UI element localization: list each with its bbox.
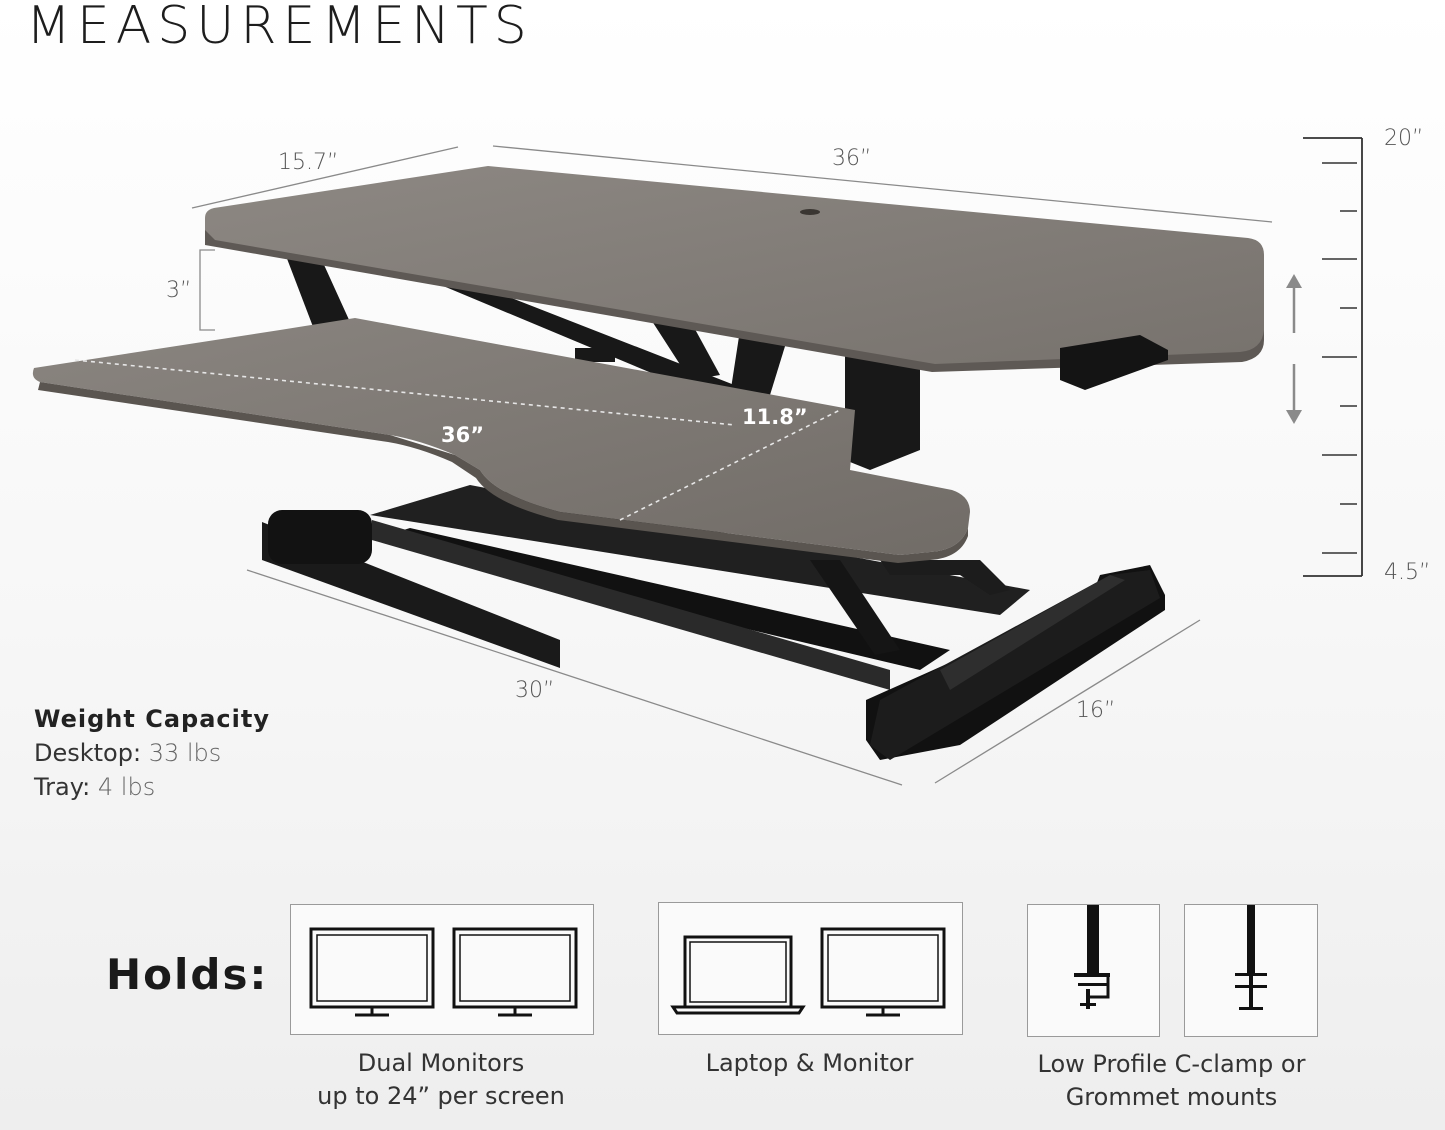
dimension-lines [191, 137, 1363, 786]
caption-laptop-monitor-line1: Laptop & Monitor [705, 1049, 914, 1077]
dim-height-max: 20” [1384, 126, 1424, 151]
caption-dual-monitors-line2: up to 24” per screen [317, 1082, 565, 1110]
desktop-surface [205, 166, 1264, 390]
grommet-icon [1235, 905, 1267, 1010]
weight-desktop-label: Desktop: [34, 739, 142, 767]
dual-monitor-box [290, 904, 594, 1035]
caption-laptop-monitor: Laptop & Monitor [658, 1047, 961, 1080]
weight-tray-label: Tray: [34, 773, 91, 801]
dim-top-depth: 15.7” [278, 150, 339, 175]
riser-arms [286, 256, 920, 470]
c-clamp-icon [1074, 905, 1110, 1009]
keyboard-tray [32, 318, 971, 563]
weight-tray: Tray: 4 lbs [34, 770, 270, 804]
dim-tray-width: 36” [441, 423, 485, 447]
dim-height-min: 4.5” [1384, 560, 1431, 585]
caption-dual-monitors: Dual Monitors up to 24” per screen [290, 1047, 592, 1113]
caption-dual-monitors-line1: Dual Monitors [357, 1049, 525, 1077]
c-clamp-box [1027, 904, 1160, 1037]
up-down-arrow-icon [1286, 274, 1302, 424]
dim-base-depth: 16” [1076, 698, 1116, 723]
holds-label: Holds: [106, 950, 269, 999]
caption-clamp-grommet-line1: Low Profile C-clamp or [1037, 1050, 1306, 1078]
page-title: MEASUREMENTS [26, 0, 533, 56]
base-frame [262, 485, 1165, 760]
dual-monitor-icon [309, 927, 578, 1017]
laptop-monitor-icon [670, 927, 946, 1017]
grommet-box [1184, 904, 1318, 1037]
dim-top-width: 36” [832, 146, 872, 171]
laptop-monitor-box [658, 902, 963, 1035]
dim-gap-height: 3” [166, 278, 192, 303]
weight-capacity: Weight Capacity Desktop: 33 lbs Tray: 4 … [34, 702, 270, 804]
weight-tray-value: 4 lbs [97, 773, 156, 801]
weight-desktop: Desktop: 33 lbs [34, 736, 270, 770]
caption-clamp-grommet-line2: Grommet mounts [1065, 1083, 1278, 1111]
dim-tray-depth: 11.8” [742, 405, 808, 429]
dim-base-width: 30” [515, 678, 555, 703]
caption-clamp-grommet: Low Profile C-clamp or Grommet mounts [1010, 1048, 1333, 1114]
weight-capacity-heading: Weight Capacity [34, 705, 270, 733]
weight-desktop-value: 33 lbs [148, 739, 222, 767]
